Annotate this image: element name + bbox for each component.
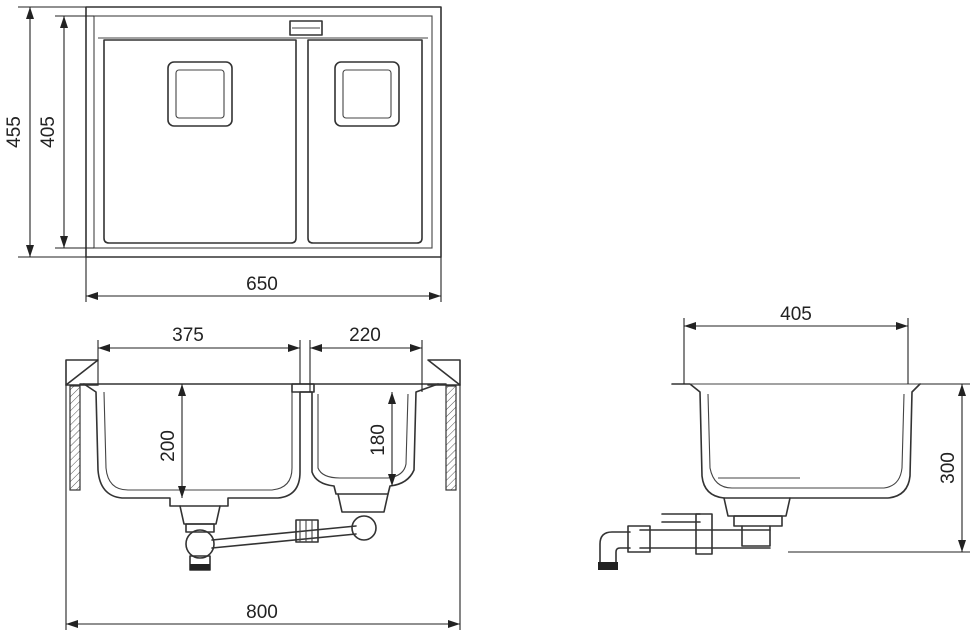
front-view [65,359,461,571]
top-view [85,6,442,258]
drain-tip [190,564,210,570]
left-cabinet-wall [69,385,81,491]
top-dimensions: 455 405 650 [4,6,442,302]
dim-label-220: 220 [349,325,381,346]
dim-label-200: 200 [158,430,179,462]
dim-label-side-405: 405 [780,304,812,325]
front-trap-small [351,515,377,541]
dim-label-180: 180 [368,424,389,456]
top-drain-large [167,61,233,127]
top-large-bowl [103,39,297,244]
dim-label-375: 375 [172,325,204,346]
top-drain-small [334,61,400,127]
side-pipe [639,529,771,549]
dim-label-455: 455 [4,116,25,148]
front-large-bowl-inner [103,391,293,491]
top-inner-frame [93,15,433,249]
right-cabinet-wall [445,385,457,491]
front-dimensions: 375 220 200 180 800 [65,325,461,630]
dim-label-300: 300 [938,452,959,484]
side-view [598,383,921,570]
dim-label-650: 650 [246,274,278,295]
front-sink-body [83,383,439,507]
front-overflow [291,383,315,393]
top-small-bowl [307,39,423,244]
side-dimensions: 405 300 [683,304,970,553]
front-small-bowl-inner [317,393,409,479]
front-connector-pipe [211,525,357,549]
top-outer-frame [85,6,442,258]
overflow-slot [289,20,323,36]
dim-label-405: 405 [38,116,59,148]
front-trap-large [185,529,215,559]
dim-label-800: 800 [246,602,278,623]
side-bowl-inner [707,393,905,489]
side-elbow [599,531,631,567]
